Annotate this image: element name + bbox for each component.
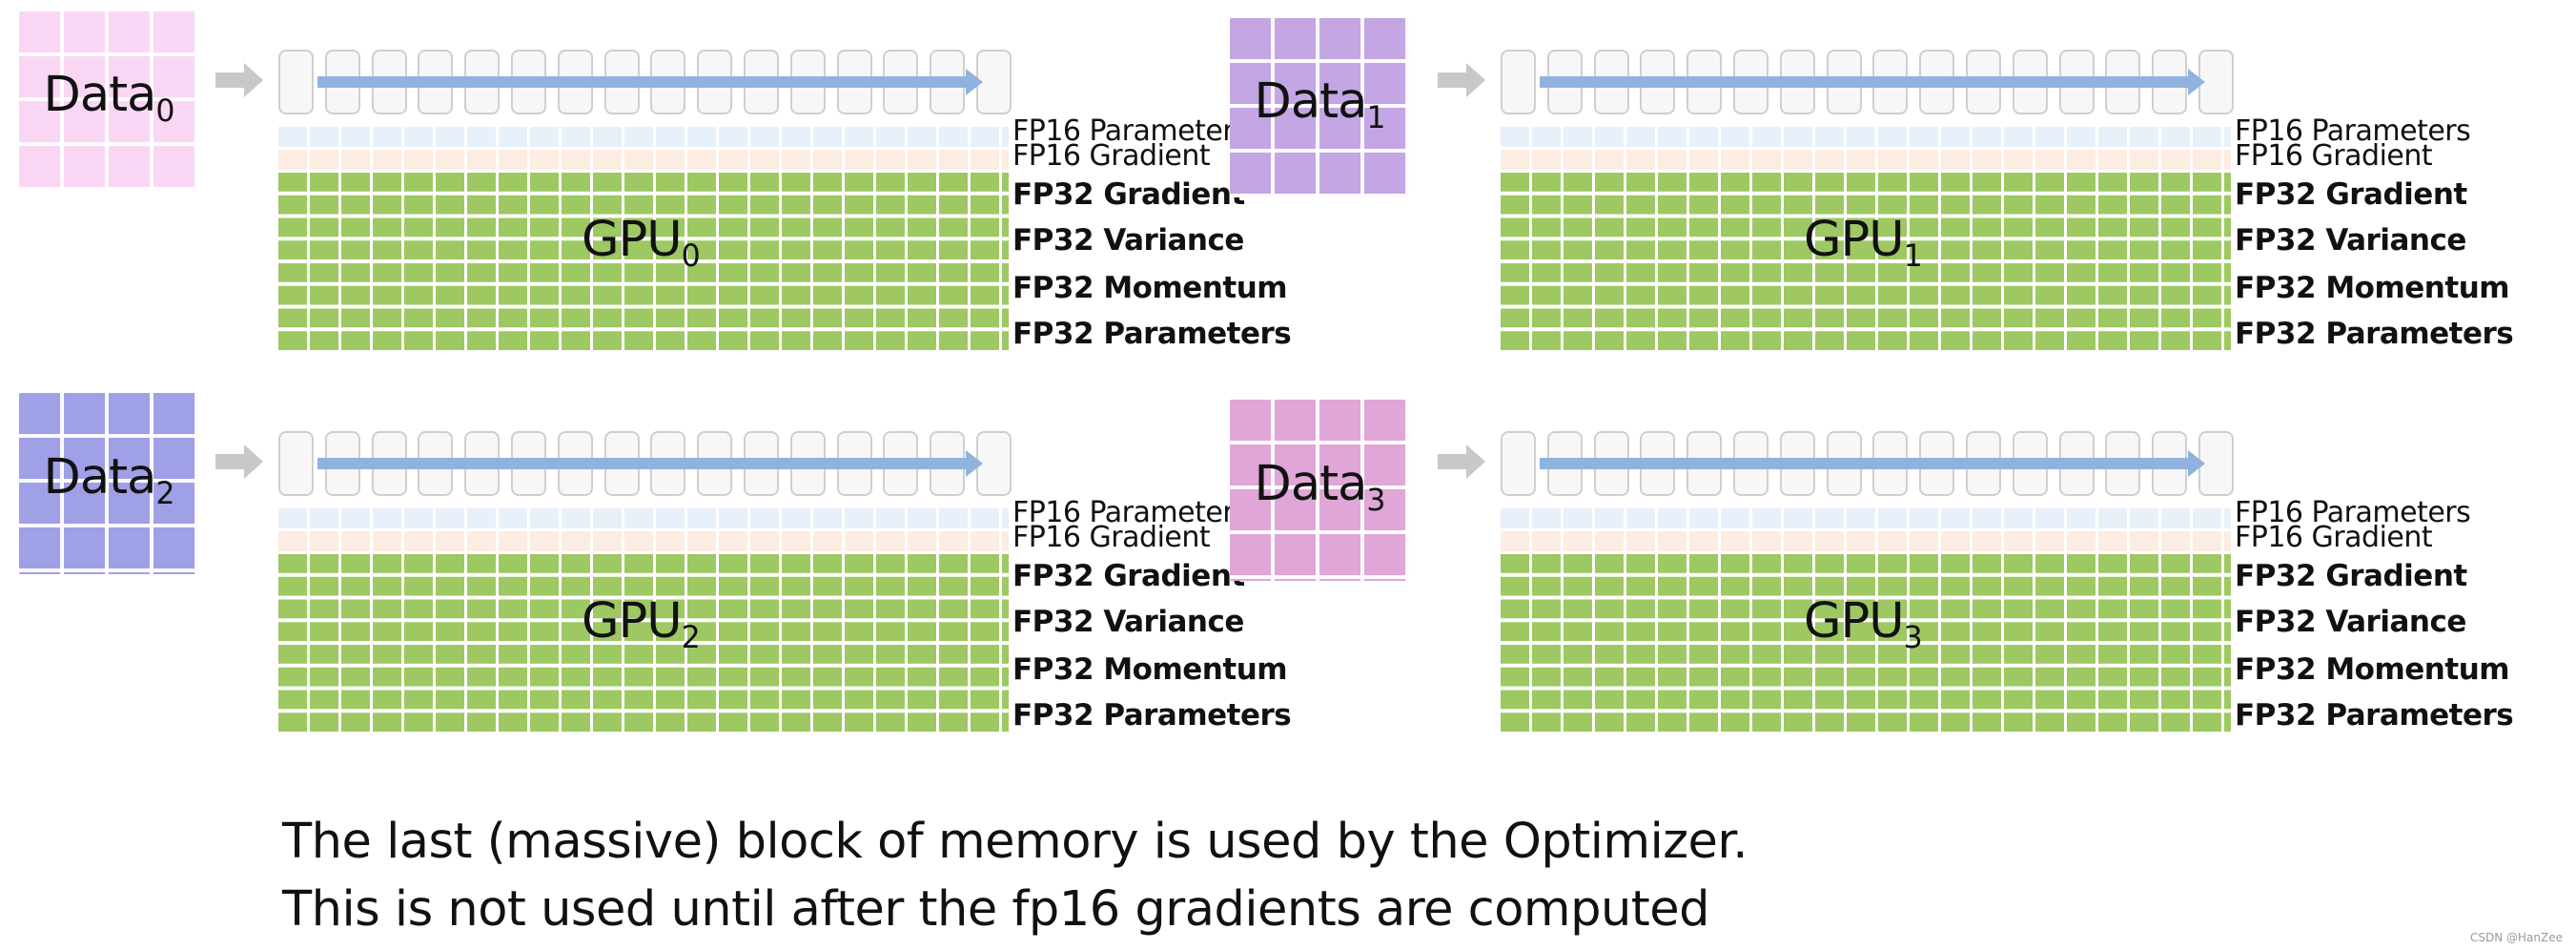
label-fp32-gradient: FP32 Gradient [1012,559,1245,593]
memory-fp16-gradient [1501,150,2231,170]
data-block-1: Data1 [1230,18,1409,197]
memory-fp16-gradient [1501,531,2231,551]
label-fp16-gradient: FP16 Gradient [1012,139,1211,173]
label-fp32-variance: FP32 Variance [1012,605,1244,639]
data-label-subscript: 0 [155,94,174,130]
label-fp32-variance: FP32 Variance [2235,223,2466,258]
label-fp16-gradient: FP16 Gradient [1012,521,1211,554]
label-fp32-gradient: FP32 Gradient [1012,177,1245,212]
memory-fp32-gradient-optimizer-block [278,554,1009,735]
gpu-label-subscript: 3 [1903,621,1923,656]
input-arrow-0 [215,61,265,99]
data-label-text: Data [43,67,157,123]
memory-fp32-gradient-optimizer-block [278,173,1009,354]
label-fp32-parameters: FP32 Parameters [1012,317,1292,351]
label-fp32-gradient: FP32 Gradient [2235,559,2467,593]
data-block-2: Data2 [19,393,198,574]
gpu-label-text: GPU [1804,212,1905,268]
watermark: CSDN @HanZee [2470,931,2563,944]
label-fp16-gradient: FP16 Gradient [2235,139,2433,173]
label-fp32-gradient: FP32 Gradient [2235,177,2467,212]
label-fp16-parameters: FP16 Parameters [1012,496,1249,529]
label-fp32-variance: FP32 Variance [1012,223,1244,258]
memory-fp16-parameters [1501,508,2231,528]
data-label-text: Data [43,449,157,506]
gpu-label-text: GPU [1804,593,1905,650]
label-fp32-momentum: FP32 Momentum [2235,652,2510,687]
data-block-0: Data0 [19,11,198,191]
label-fp16-parameters: FP16 Parameters [1012,114,1249,148]
label-fp16-parameters: FP16 Parameters [2235,114,2471,148]
layer-cell [1501,431,1536,496]
data-label-1: Data1 [1230,73,1409,135]
input-arrow-3 [1438,443,1487,481]
layer-cell [278,50,314,114]
label-fp16-parameters: FP16 Parameters [2235,496,2471,529]
caption-line-1: The last (massive) block of memory is us… [282,814,1748,870]
data-label-0: Data0 [19,67,198,129]
layer-cell [2198,50,2234,114]
gpu-label-text: GPU [582,212,683,268]
data-label-subscript: 3 [1366,484,1385,519]
memory-fp16-parameters [278,508,1009,528]
input-arrow-1 [1438,61,1487,99]
data-label-text: Data [1254,456,1368,512]
data-label-subscript: 1 [1366,101,1385,136]
memory-fp16-gradient [278,531,1009,551]
flow-arrow-3 [1540,448,2205,479]
label-fp32-momentum: FP32 Momentum [1012,271,1288,305]
gpu-label-subscript: 1 [1903,239,1923,275]
layer-cell [1501,50,1536,114]
data-label-text: Data [1254,73,1368,130]
label-fp32-momentum: FP32 Momentum [1012,652,1288,687]
memory-fp32-gradient-optimizer-block [1501,173,2231,354]
label-fp32-variance: FP32 Variance [2235,605,2466,639]
gpu-label-3: GPU3 [1804,593,1923,656]
gpu-label-subscript: 0 [681,239,701,275]
memory-fp16-gradient [278,150,1009,170]
memory-fp16-parameters [1501,127,2231,147]
label-fp16-gradient: FP16 Gradient [2235,521,2433,554]
flow-arrow-2 [317,448,983,479]
data-label-2: Data2 [19,449,198,511]
gpu-label-text: GPU [582,593,683,650]
flow-arrow-0 [317,67,983,97]
memory-fp32-gradient-optimizer-block [1501,554,2231,735]
gpu-label-subscript: 2 [681,621,701,656]
label-fp32-momentum: FP32 Momentum [2235,271,2510,305]
layer-cell [278,431,314,496]
input-arrow-2 [215,443,265,481]
gpu-label-2: GPU2 [582,593,701,656]
memory-fp16-parameters [278,127,1009,147]
gpu-label-1: GPU1 [1804,212,1923,275]
label-fp32-parameters: FP32 Parameters [1012,698,1292,733]
caption-line-2: This is not used until after the fp16 gr… [282,881,1710,938]
flow-arrow-1 [1540,67,2205,97]
gpu-label-0: GPU0 [582,212,701,275]
data-label-subscript: 2 [155,477,174,512]
label-fp32-parameters: FP32 Parameters [2235,317,2514,351]
data-label-3: Data3 [1230,456,1409,518]
label-fp32-parameters: FP32 Parameters [2235,698,2514,733]
data-block-3: Data3 [1230,400,1409,581]
